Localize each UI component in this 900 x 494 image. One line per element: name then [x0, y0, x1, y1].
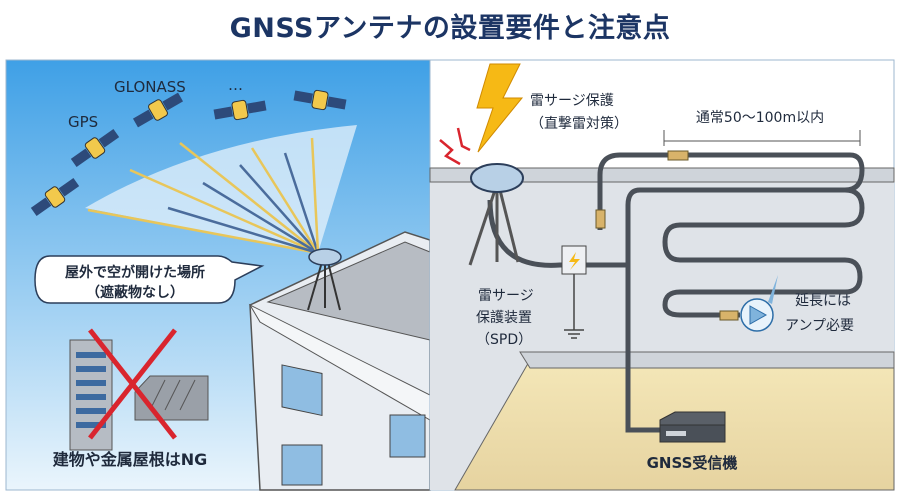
amp-label-2: アンプ必要	[785, 318, 854, 334]
spd-label-1: 雷サージ	[478, 288, 534, 304]
rooftop-building	[248, 231, 431, 491]
length-ruler	[663, 130, 861, 146]
label-more: …	[228, 76, 243, 94]
right-panel: 雷サージ保護 （直撃雷対策） 通常50〜100m以内 延長には アンプ必要	[429, 59, 895, 491]
gnss-antenna-icon	[307, 248, 342, 311]
satellite-icon	[213, 99, 267, 121]
gnss-receiver-icon	[659, 411, 726, 443]
bubble-text-1: 屋外で空が開けた場所	[65, 264, 205, 281]
ng-obstruction	[69, 328, 209, 451]
spd-label-3: （SPD）	[476, 332, 532, 348]
length-label: 通常50〜100m以内	[696, 110, 824, 126]
satellite-icon	[70, 128, 120, 168]
lightning-label-1: 雷サージ保護	[530, 93, 614, 109]
receiver-label: GNSS受信機	[647, 454, 738, 472]
connector-icon	[667, 150, 689, 161]
lightning-icon	[476, 63, 524, 153]
satellite-icon	[293, 89, 347, 111]
signal-lines	[87, 137, 320, 255]
spd-label-2: 保護装置	[476, 310, 532, 326]
amp-label-1: 延長には	[795, 293, 851, 309]
lightning-label-2: （直撃雷対策）	[530, 115, 628, 132]
left-panel: GPS GLONASS … 屋外で空が開けた場所	[5, 59, 431, 491]
ng-label: 建物や金属屋根はNG	[53, 450, 208, 469]
open-sky-bubble: 屋外で空が開けた場所 （遮蔽物なし）	[34, 255, 265, 304]
bubble-text-2: （遮蔽物なし）	[86, 284, 184, 301]
label-glonass: GLONASS	[114, 78, 186, 96]
page-title: GNSSアンテナの設置要件と注意点	[229, 13, 671, 44]
satellite-icons	[30, 89, 347, 217]
satellite-icon	[30, 177, 80, 217]
satellite-icon	[132, 92, 184, 128]
antenna-cable	[487, 152, 865, 433]
gnss-antenna-icon	[468, 163, 524, 266]
label-gps: GPS	[68, 113, 98, 131]
